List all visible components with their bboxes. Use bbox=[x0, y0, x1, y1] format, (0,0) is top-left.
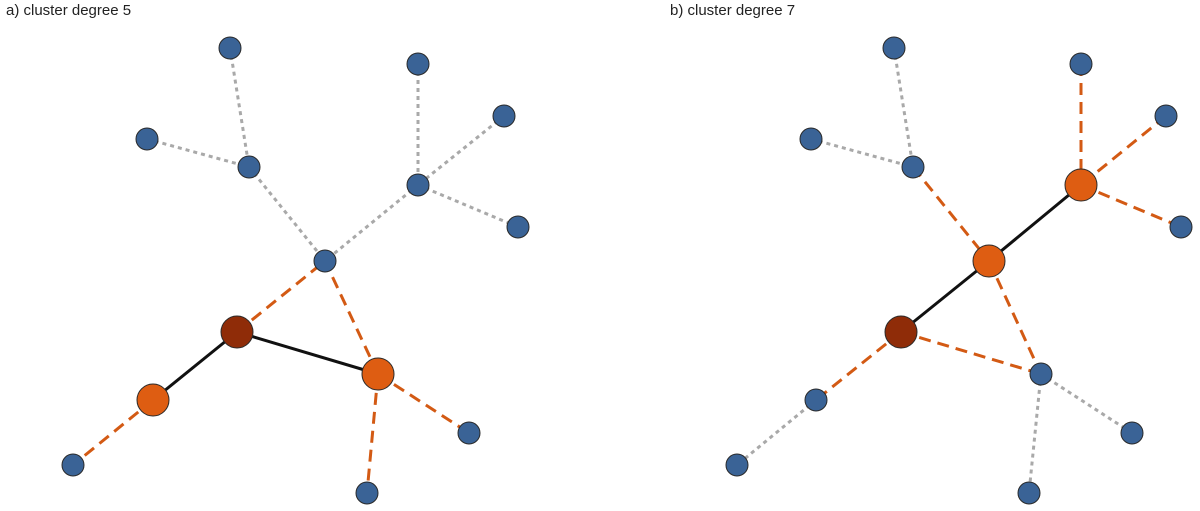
panel-b-node-blue bbox=[901, 155, 925, 179]
panel-b-node-blue bbox=[1120, 421, 1144, 445]
panel-a-title: a) cluster degree 5 bbox=[6, 2, 132, 19]
panel-a-node-blue bbox=[457, 421, 481, 445]
panel-a-node-blue bbox=[218, 36, 242, 60]
panel-b-node-blue bbox=[1169, 215, 1193, 239]
panel-a-edge-gray bbox=[324, 183, 419, 263]
panel-b-edge-black bbox=[988, 183, 1082, 263]
panel-a-edge-orange bbox=[365, 373, 380, 494]
panel-b-edge-gray bbox=[892, 47, 915, 168]
panel-a-edge-gray bbox=[146, 137, 250, 169]
panel-a-edge-gray bbox=[417, 114, 505, 187]
panel-b-title: b) cluster degree 7 bbox=[670, 2, 796, 19]
panel-b-node-blue bbox=[725, 453, 749, 477]
panel-b-edge-orange bbox=[987, 260, 1043, 375]
panel-b-edge-gray bbox=[1027, 373, 1043, 494]
panel-a-edge-orange bbox=[72, 398, 154, 467]
panel-a-edge-orange bbox=[323, 260, 380, 375]
panel-a-edge-orange bbox=[236, 259, 326, 334]
panel-b-node-blue bbox=[1029, 362, 1053, 386]
panel-b-node-blue bbox=[799, 127, 823, 151]
panel-b-node-orange bbox=[1064, 168, 1098, 202]
panel-a-node-blue bbox=[313, 249, 337, 273]
panel-b-node-blue bbox=[1069, 52, 1093, 76]
panel-a-node-orange bbox=[361, 357, 395, 391]
panel-b-node-dark bbox=[884, 315, 918, 349]
panel-b-edge-orange bbox=[900, 330, 1042, 376]
panel-a-edge-black bbox=[152, 330, 238, 402]
panel-a-node-blue bbox=[135, 127, 159, 151]
panel-a-node-blue bbox=[492, 104, 516, 128]
panel-a-node-blue bbox=[506, 215, 530, 239]
panel-b-node-blue bbox=[804, 388, 828, 412]
panel-b-node-orange bbox=[972, 244, 1006, 278]
panel-a-node-blue bbox=[406, 52, 430, 76]
panel-b-node-blue bbox=[1017, 481, 1041, 505]
panel-a-edge-black bbox=[236, 330, 379, 376]
panel-a-node-orange bbox=[136, 383, 170, 417]
panel-b-edge-gray bbox=[736, 398, 817, 467]
panel-b-node-blue bbox=[882, 36, 906, 60]
panel-a-edge-gray bbox=[228, 47, 251, 168]
panel-a-edge-gray bbox=[417, 183, 519, 229]
panel-b-edge-orange bbox=[911, 166, 991, 262]
panel-a-node-blue bbox=[61, 453, 85, 477]
panel-b-node-blue bbox=[1154, 104, 1178, 128]
panel-a-graph bbox=[61, 36, 530, 505]
panel-b-edge-gray bbox=[1040, 372, 1133, 435]
panel-b-graph bbox=[725, 36, 1193, 505]
panel-b-edge-black bbox=[900, 259, 990, 334]
panel-a-node-blue bbox=[355, 481, 379, 505]
panel-b-edge-gray bbox=[810, 137, 914, 169]
panel-a-node-blue bbox=[406, 173, 430, 197]
panel-a-node-dark bbox=[220, 315, 254, 349]
panel-a-edge-gray bbox=[247, 166, 327, 262]
panel-a-node-blue bbox=[237, 155, 261, 179]
